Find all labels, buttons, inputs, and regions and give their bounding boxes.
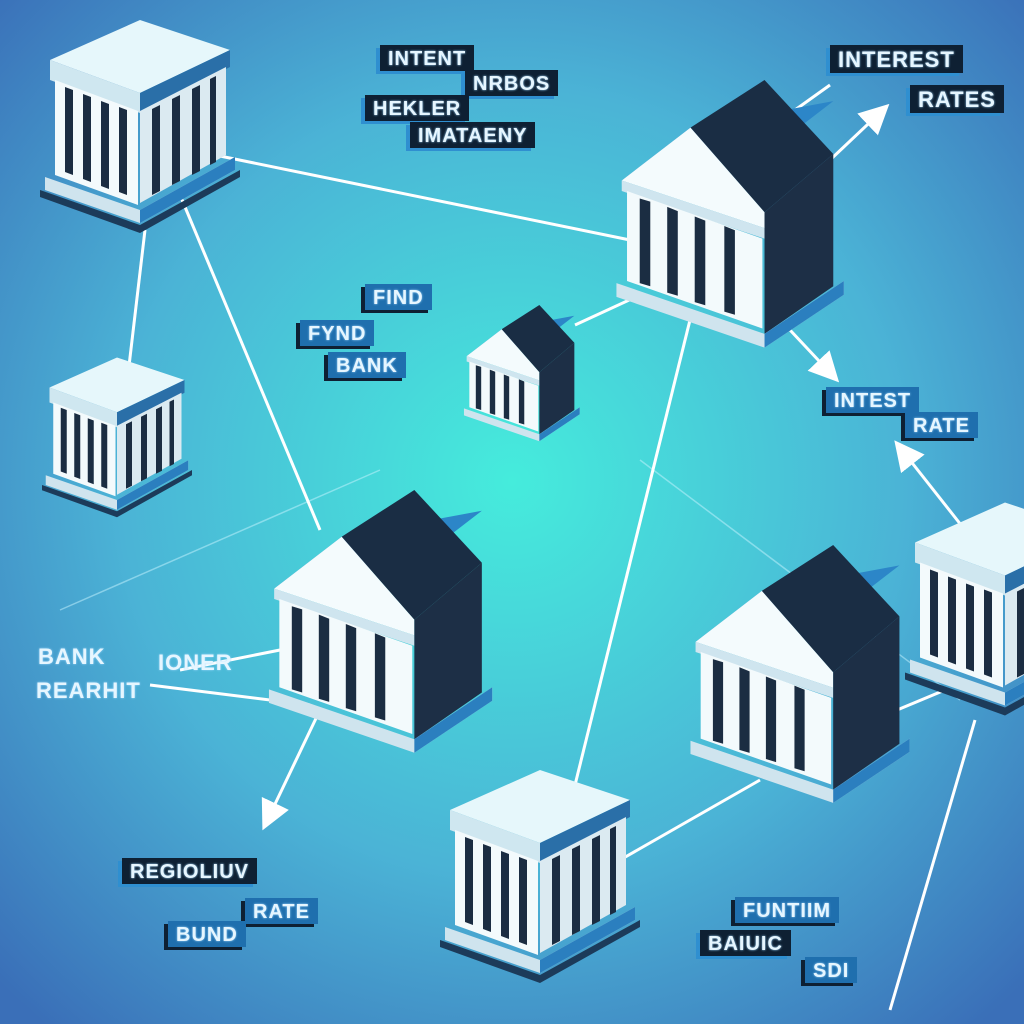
label-interest: INTEREST <box>830 45 963 73</box>
label-fynd: FYND <box>300 320 375 346</box>
label-intest: INTEST <box>826 387 920 413</box>
label-bund: BUND <box>168 921 246 947</box>
label-bank-left: BANK <box>38 644 106 669</box>
label-rate-bottom: RATE <box>245 898 318 924</box>
label-nrbos: NRBOS <box>465 70 559 96</box>
label-hekler: HEKLER <box>365 95 470 121</box>
label-rearhit: REARHIT <box>36 678 141 703</box>
label-rates: RATES <box>910 85 1004 113</box>
label-baiuic: BAIUIC <box>700 930 791 956</box>
label-funtiim: FUNTIIM <box>735 897 840 923</box>
label-intent: INTENT <box>380 45 475 71</box>
label-regioliuv: REGIOLIUV <box>122 858 258 884</box>
label-ioner: IONER <box>158 650 233 675</box>
label-rate: RATE <box>905 412 978 438</box>
label-find: FIND <box>365 284 432 310</box>
label-bank: BANK <box>328 352 406 378</box>
label-imataeny: IMATAENY <box>410 122 536 148</box>
label-sdi: SDI <box>805 957 858 983</box>
